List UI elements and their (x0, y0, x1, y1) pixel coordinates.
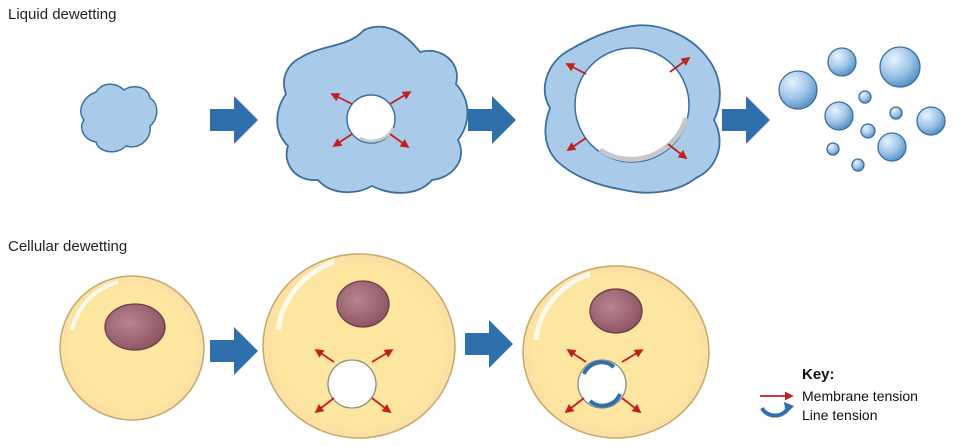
membrane-tension-arrow (389, 133, 410, 149)
process-arrow-icon (722, 96, 770, 144)
line-tension-icon (582, 360, 616, 375)
line-tension-icon (588, 393, 622, 408)
dewetting-hole (346, 94, 396, 144)
membrane-tension-arrow (330, 93, 353, 105)
droplet (827, 47, 857, 77)
droplet (824, 101, 854, 131)
key-heading: Key: (802, 366, 835, 383)
membrane-tension-arrow (314, 397, 335, 414)
droplet (860, 123, 876, 139)
membrane-tension-arrow (314, 349, 335, 363)
nucleus (336, 280, 390, 328)
membrane-tension-arrow (371, 397, 392, 414)
membrane-tension-arrow (389, 91, 412, 105)
membrane-tension-arrow (566, 137, 587, 151)
process-arrow-icon (210, 327, 258, 375)
droplet (826, 142, 840, 156)
membrane-tension-arrow (564, 397, 585, 414)
liquid-film-large-hole (543, 24, 721, 194)
membrane-tension-arrow (669, 56, 691, 73)
key-line-tension-label: Line tension (802, 407, 878, 423)
droplet (916, 106, 946, 136)
nucleus (589, 288, 643, 334)
membrane-tension-arrow (565, 63, 587, 75)
cellular-dewetting-title: Cellular dewetting (8, 238, 128, 255)
membrane-tension-arrow (621, 397, 642, 414)
cell-small-tunnel (262, 253, 456, 439)
droplets (778, 46, 946, 172)
transcellular-tunnel (577, 359, 627, 409)
membrane-tension-arrow (332, 133, 353, 147)
droplet (877, 132, 907, 162)
droplet (858, 90, 872, 104)
membrane-tension-arrow (566, 349, 587, 363)
droplet (889, 106, 903, 120)
dewetting-hole (574, 47, 690, 163)
droplet (851, 158, 865, 172)
membrane-tension-arrow (621, 349, 644, 363)
nucleus (104, 303, 166, 351)
cell-tunnel-line-tension (522, 265, 710, 439)
membrane-tension-arrow (371, 349, 394, 363)
liquid-film-small-hole (276, 25, 469, 194)
line-tension-icon (760, 406, 790, 418)
process-arrow-icon (468, 96, 516, 144)
liquid-drop-small (80, 83, 158, 153)
line-tension-icon-head (784, 402, 794, 414)
transcellular-tunnel (327, 359, 377, 409)
process-arrow-icon (465, 320, 513, 368)
liquid-dewetting-title: Liquid dewetting (8, 6, 117, 23)
droplet (778, 70, 818, 110)
droplet (879, 46, 921, 88)
cell-intact (59, 275, 205, 421)
process-arrow-icon (210, 96, 258, 144)
key-membrane-tension-label: Membrane tension (802, 388, 918, 404)
membrane-tension-arrow (667, 143, 688, 160)
